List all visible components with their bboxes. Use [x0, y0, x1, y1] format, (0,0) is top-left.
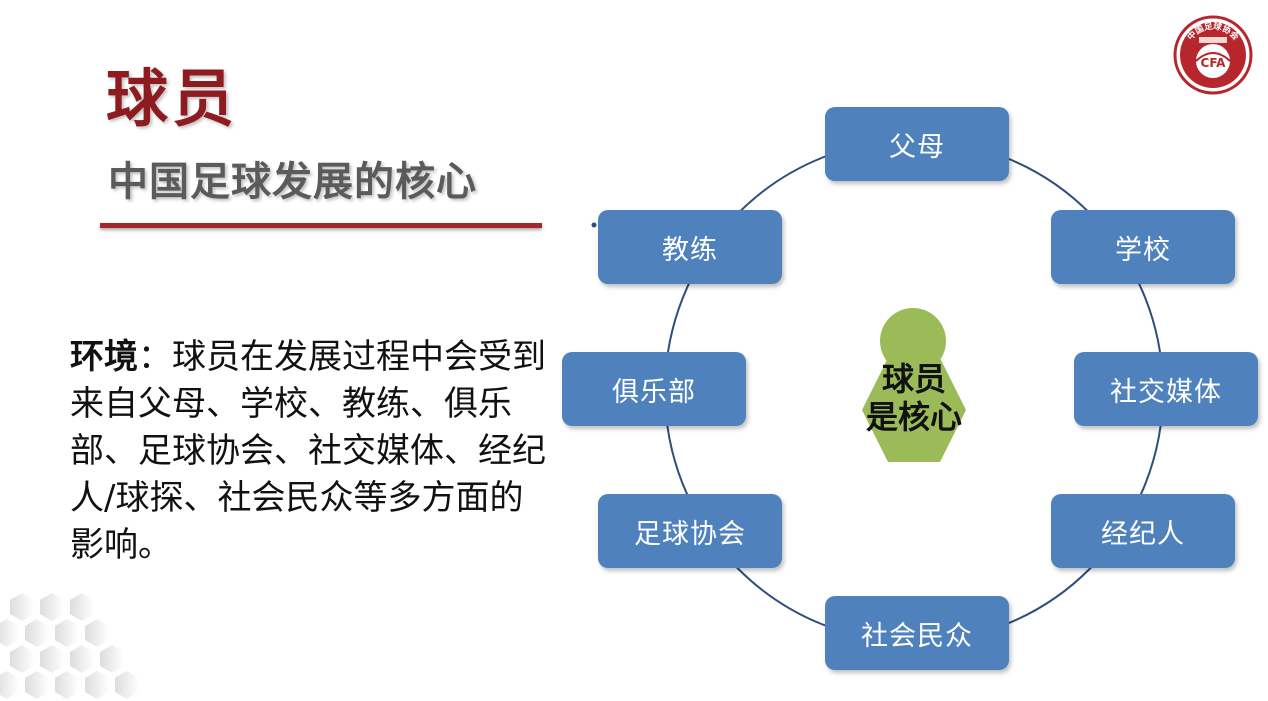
node-football-association: 足球协会 [598, 494, 782, 568]
page-subtitle: 中国足球发展的核心 [108, 159, 477, 205]
center-label: 球员 是核心 [850, 360, 978, 437]
environment-colon: ： [138, 337, 172, 377]
environment-paragraph: 环境：球员在发展过程中会受到来自父母、学校、教练、俱乐部、足球协会、社交媒体、经… [70, 334, 550, 569]
title-underline [100, 223, 542, 228]
hexagon-pattern-decoration [0, 593, 139, 699]
node-parents: 父母 [825, 107, 1009, 181]
node-agent: 经纪人 [1051, 494, 1235, 568]
node-public: 社会民众 [825, 596, 1009, 670]
center-label-line1: 球员 [881, 360, 946, 398]
center-label-line2: 是核心 [865, 398, 962, 437]
cfa-logo: 中国足球协会 CFA [1173, 15, 1253, 95]
node-school: 学校 [1051, 210, 1235, 284]
node-coach: 教练 [598, 210, 782, 284]
environment-label: 环境 [70, 337, 138, 377]
node-social-media: 社交媒体 [1074, 352, 1258, 426]
node-club: 俱乐部 [562, 352, 746, 426]
environment-description: 球员在发展过程中会受到来自父母、学校、教练、俱乐部、足球协会、社交媒体、经纪人/… [70, 337, 546, 565]
logo-badge-text: CFA [1201, 56, 1227, 70]
page-title: 球员 [106, 62, 239, 135]
